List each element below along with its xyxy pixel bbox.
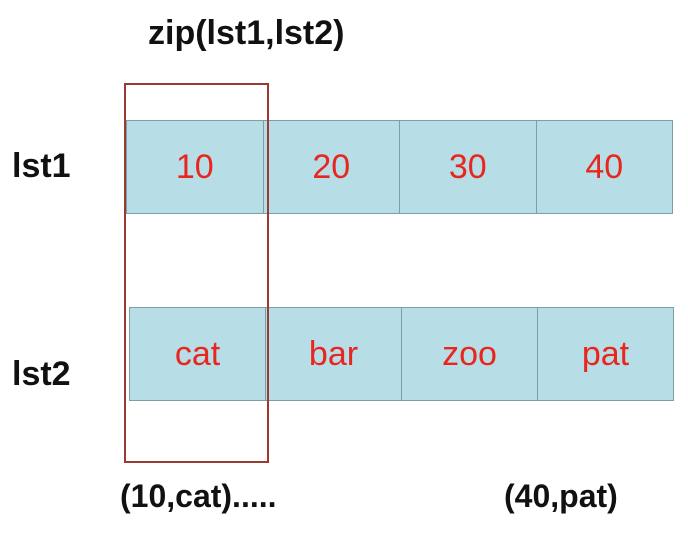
list-cell: 20 [263,121,400,213]
row-label-lst2: lst2 [12,355,71,393]
zip-pair-highlight-box [124,83,269,463]
diagram-title: zip(lst1,lst2) [148,14,345,52]
list-row-lst1: 10 20 30 40 [126,120,673,214]
list-cell: zoo [402,308,538,400]
list-cell: cat [130,308,266,400]
list-row-lst2: cat bar zoo pat [129,307,674,401]
list-cell: pat [538,308,673,400]
row-label-lst1: lst1 [12,147,71,185]
result-first-pair: (10,cat)..... [120,478,277,514]
list-cell: 30 [400,121,537,213]
list-cell: 40 [536,121,672,213]
result-last-pair: (40,pat) [504,478,618,514]
list-cell: 10 [127,121,264,213]
list-cell: bar [266,308,402,400]
